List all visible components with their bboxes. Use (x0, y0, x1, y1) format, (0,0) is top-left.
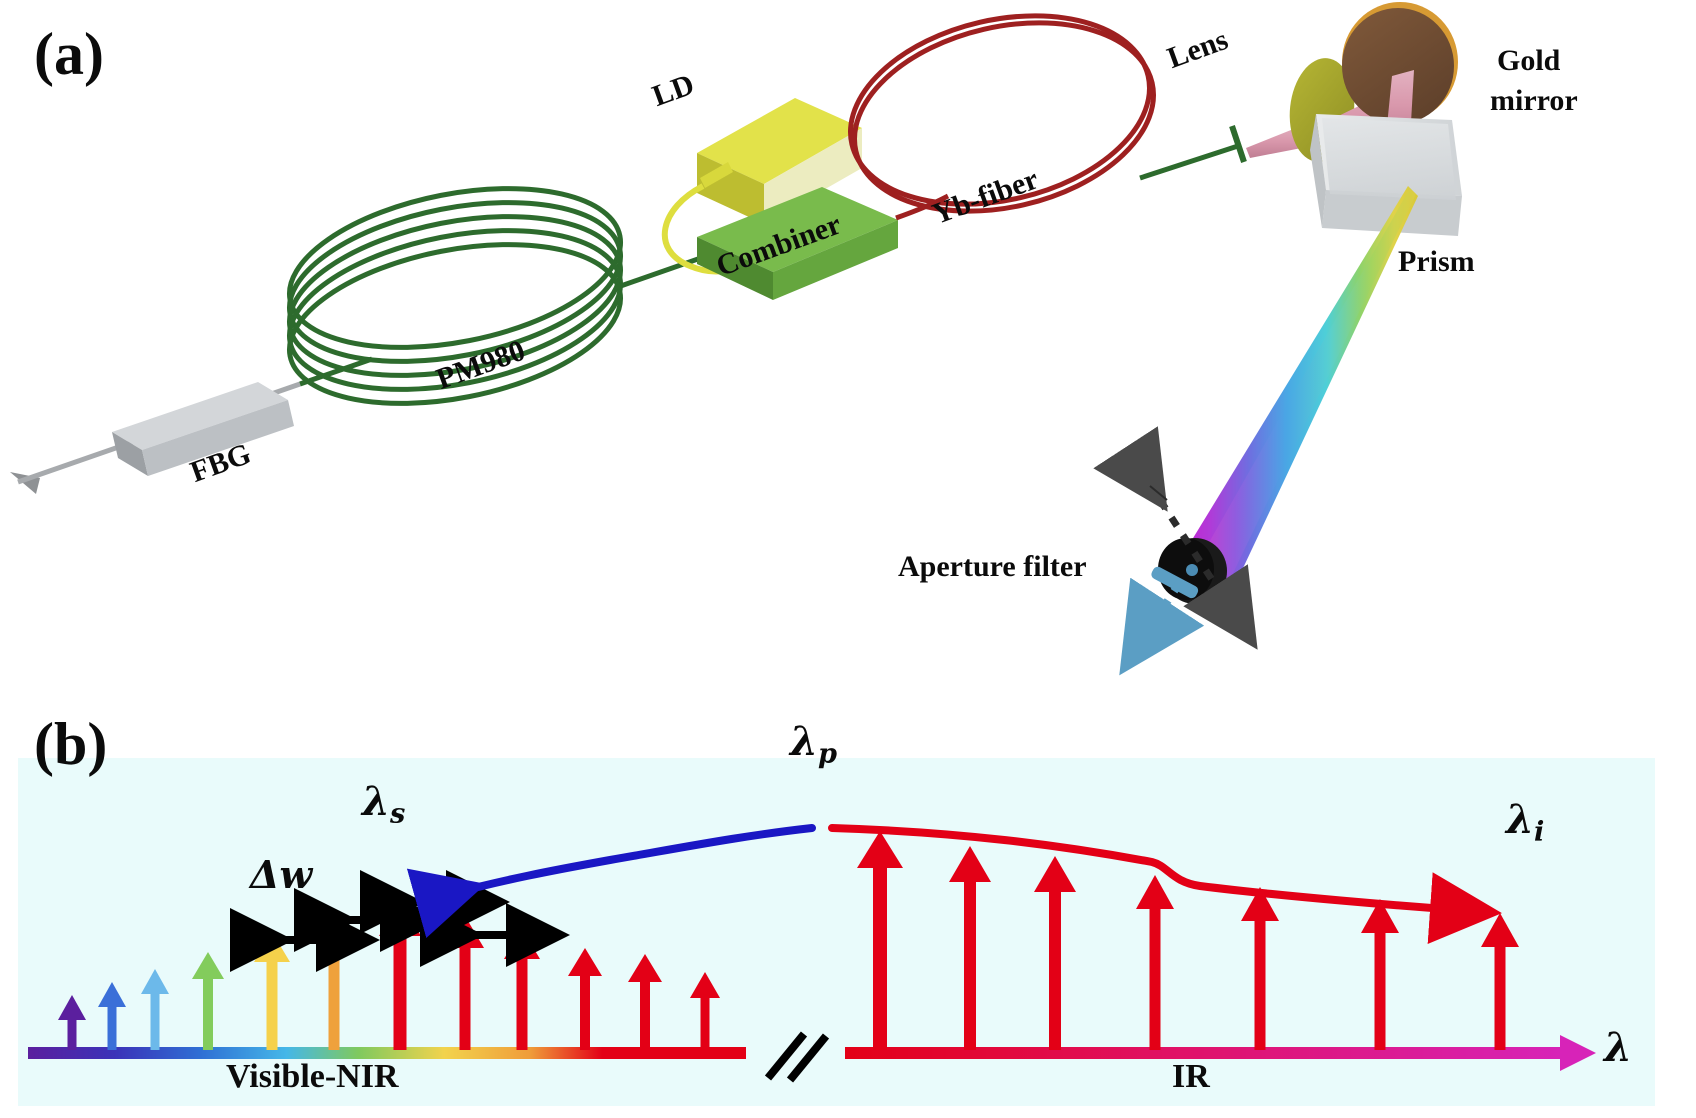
aperture-filter-icon (1151, 538, 1227, 604)
axis-break-icon (764, 1031, 830, 1083)
fiber-green-output (1139, 143, 1239, 181)
yb-fiber-coil-icon (848, 13, 1156, 214)
label-lambda-p: λp (790, 718, 838, 770)
label-gold-mirror-line2: mirror (1490, 84, 1578, 117)
ld-pigtail-nub-icon (700, 162, 733, 188)
pm980-coil-icon (286, 186, 624, 406)
panel-a-graphics (10, 2, 1462, 676)
rainbow-fan-overlay (1190, 188, 1416, 596)
label-prism: Prism (1398, 245, 1475, 278)
axis-arrowhead-icon (1560, 1035, 1596, 1071)
label-ir: IR (1172, 1058, 1210, 1095)
fiber-green-entry (299, 356, 373, 387)
aperture-arrow-stub (1149, 485, 1168, 501)
label-lambda-i: λi (1506, 796, 1545, 848)
panel-b-graphics (18, 758, 1655, 1106)
panel-a-tag: (a) (34, 21, 104, 87)
label-lambda-s: λs (362, 778, 406, 830)
combiner-box-icon (697, 187, 898, 300)
label-visible-nir: Visible-NIR (226, 1058, 399, 1095)
idler-comb-arrows (857, 831, 1519, 1050)
prism-front-face (1322, 118, 1456, 200)
filtered-output-arrow (1119, 577, 1205, 676)
fbg-box-icon (112, 382, 294, 476)
label-aperture-filter: Aperture filter (898, 550, 1087, 583)
label-axis-lambda: λ (1604, 1024, 1633, 1071)
label-delta-w: Δw (250, 852, 313, 897)
aperture-translation-arrow (1093, 426, 1258, 650)
fiber-cleave-icon (1229, 125, 1247, 163)
idler-envelope-curve (828, 824, 1502, 945)
label-gold-mirror-line1: Gold (1497, 44, 1561, 77)
signal-envelope-curve (406, 824, 816, 938)
panel-b-tag: (b) (34, 711, 108, 777)
gold-mirror-icon (1342, 2, 1458, 124)
